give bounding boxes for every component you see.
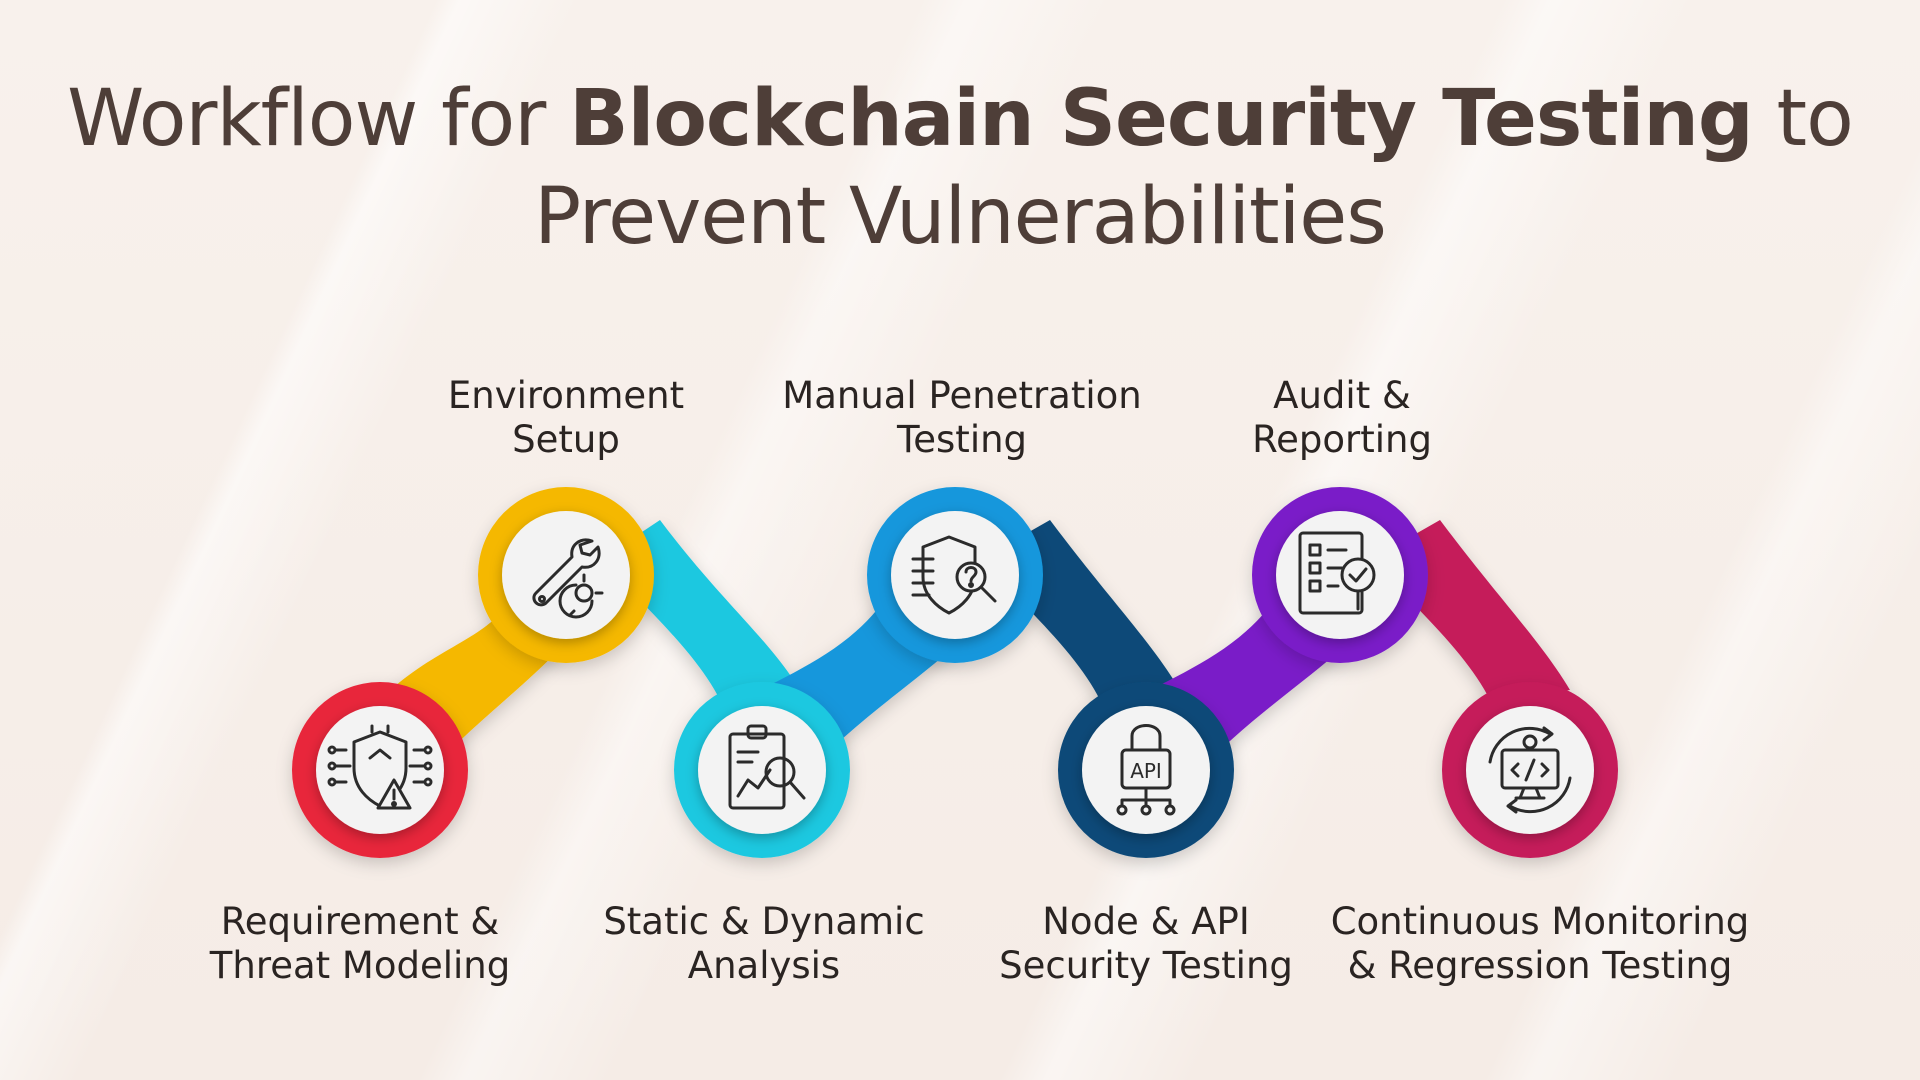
- shield-warning-circuit-icon: [327, 724, 433, 810]
- step-label-manual-penetration-testing: Manual Penetration Testing: [782, 374, 1142, 461]
- step-icon-disc: [316, 706, 444, 834]
- monitor-code-cycle-icon: [1488, 726, 1572, 814]
- title-part-2: to: [1752, 74, 1854, 164]
- page-title: Workflow for Blockchain Security Testing…: [0, 70, 1920, 266]
- step-label-environment-setup: Environment Setup: [447, 374, 685, 461]
- step-node-6: [1252, 487, 1428, 663]
- step-icon-disc: [1082, 706, 1210, 834]
- title-line-2: Prevent Vulnerabilities: [534, 172, 1387, 262]
- checklist-magnifier-icon: [1298, 531, 1376, 615]
- shield-question-magnifier-icon: [911, 535, 997, 615]
- svg-text:API: API: [1130, 759, 1162, 783]
- step-icons: API: [327, 531, 1572, 816]
- step-label-static-dynamic-analysis: Static & Dynamic Analysis: [603, 900, 925, 987]
- step-label-requirement-threat-modeling: Requirement & Threat Modeling: [209, 900, 511, 987]
- step-node-4: [867, 487, 1043, 663]
- clipboard-analysis-icon: [728, 724, 806, 810]
- step-node-2: [478, 487, 654, 663]
- title-part-1: Workflow for: [67, 74, 570, 164]
- title-bold: Blockchain Security Testing: [569, 74, 1754, 164]
- step-node-5: [1058, 682, 1234, 858]
- step-icon-disc: [1276, 511, 1404, 639]
- step-label-node-api-security-testing: Node & API Security Testing: [999, 900, 1293, 987]
- api-lock-icon: API: [1116, 724, 1176, 816]
- step-label-audit-reporting: Audit & Reporting: [1252, 374, 1432, 461]
- title-line-1: Workflow for Blockchain Security Testing…: [0, 70, 1920, 168]
- step-label-continuous-monitoring: Continuous Monitoring & Regression Testi…: [1330, 900, 1750, 987]
- step-node-1: [292, 682, 468, 858]
- step-icon-disc: [891, 511, 1019, 639]
- step-node-3: [674, 682, 850, 858]
- wrench-gear-icon: [532, 538, 604, 619]
- step-icon-disc: [502, 511, 630, 639]
